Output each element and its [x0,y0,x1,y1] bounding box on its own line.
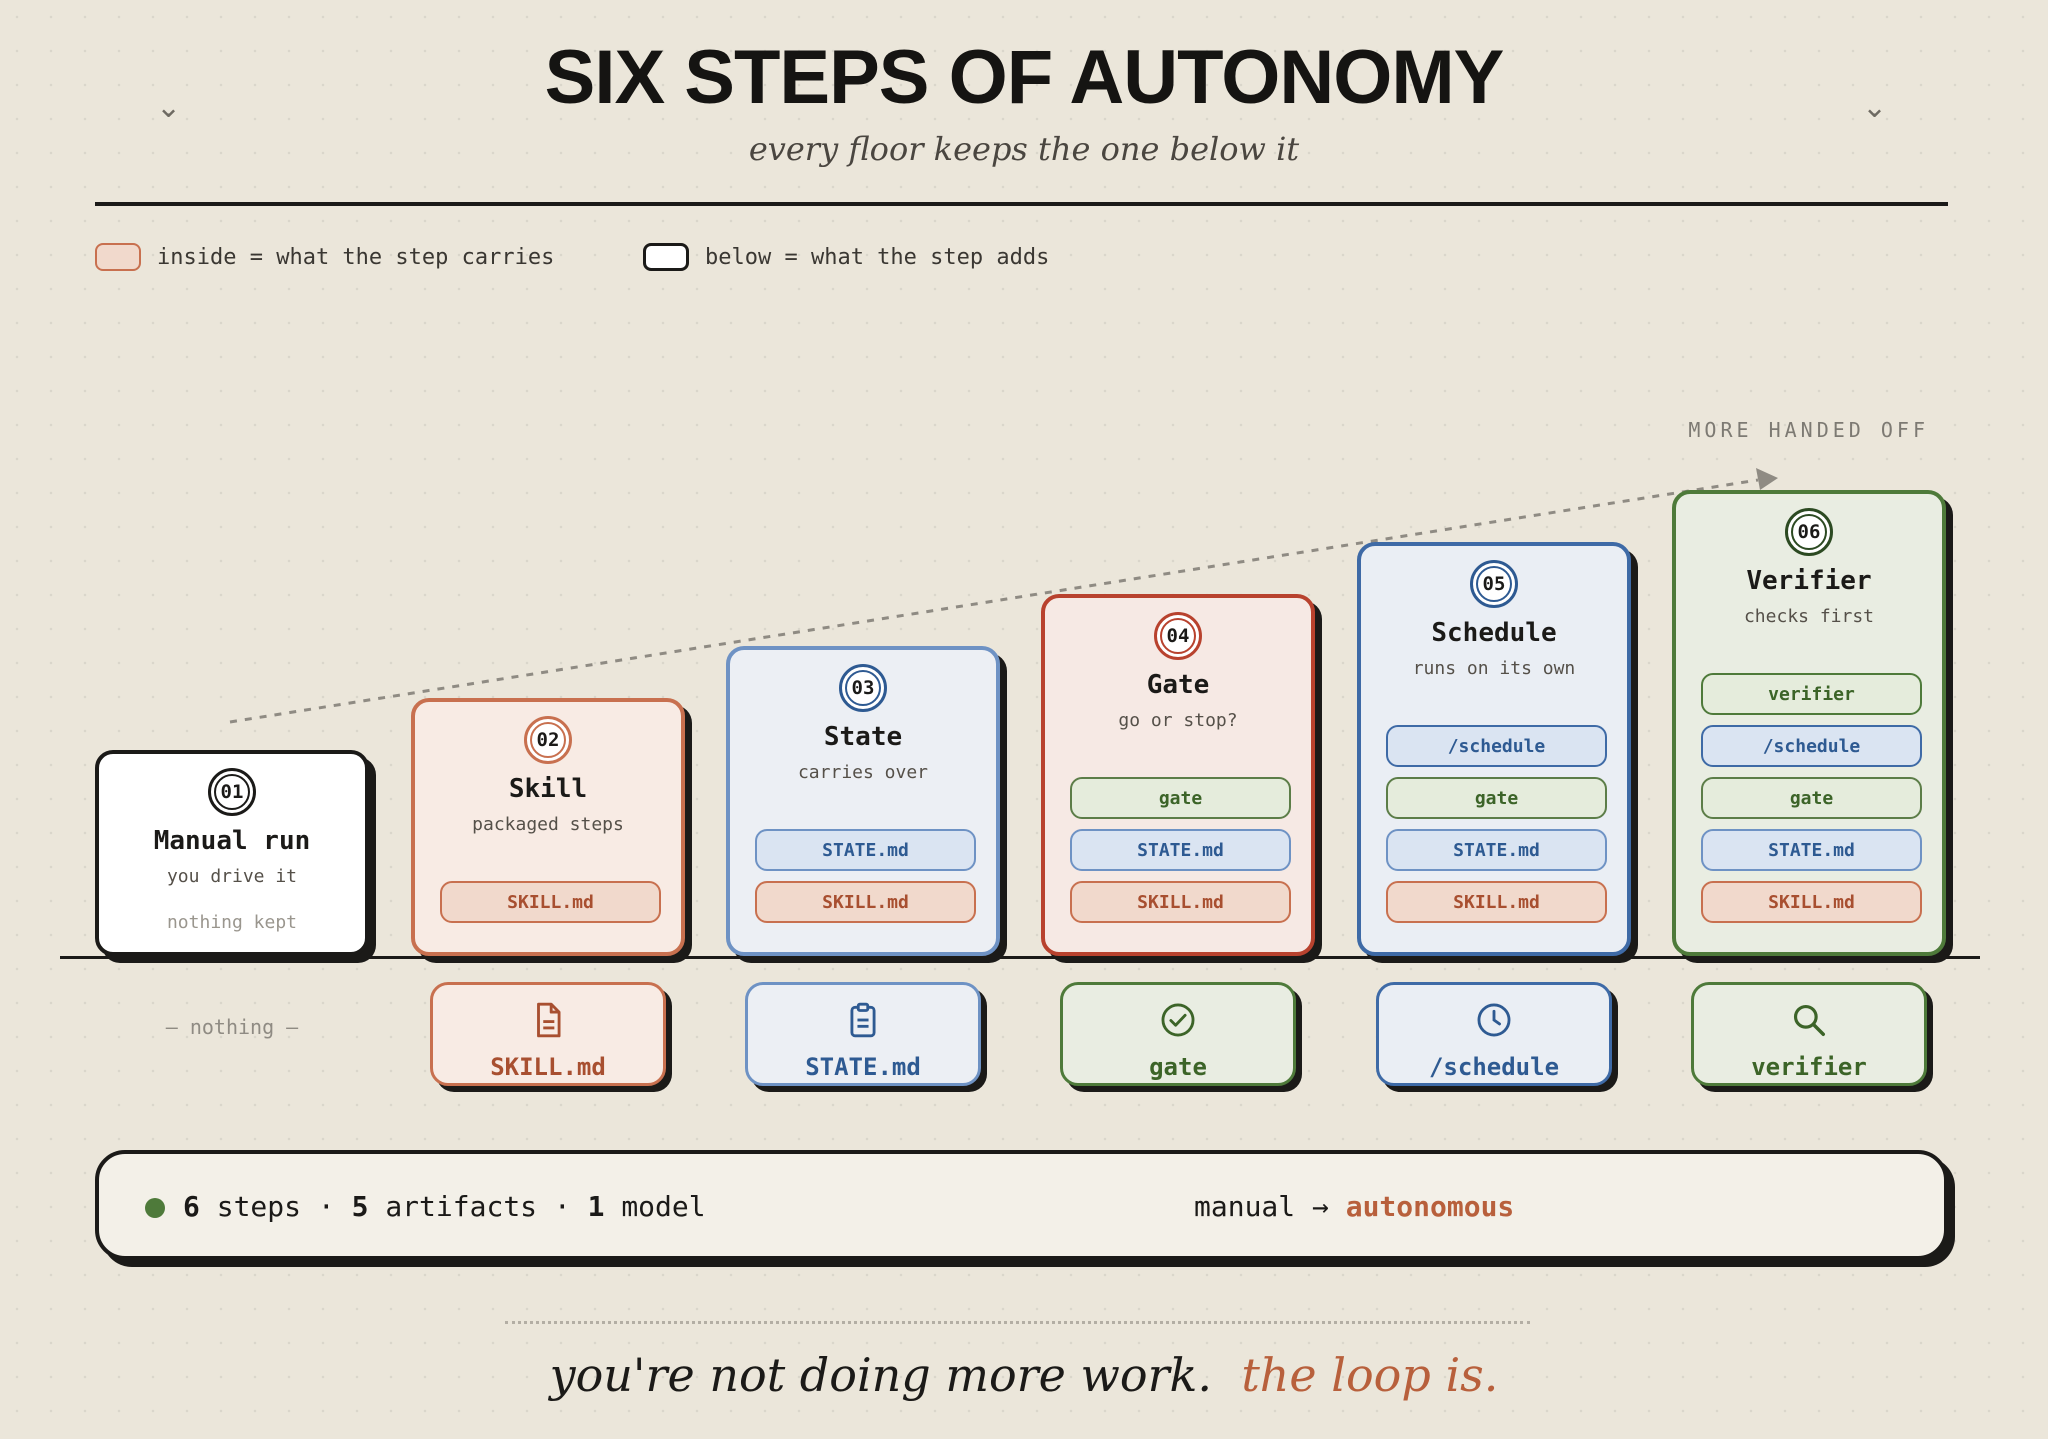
legend-below-swatch [643,243,689,271]
search-icon [1793,1004,1825,1036]
artifact-none: — nothing — [165,1015,299,1039]
chip-state-md: STATE.md [1070,829,1291,871]
step-title: Gate [1146,670,1210,700]
step-title: Manual run [153,826,311,856]
artifact-skill-md: SKILL.md [430,982,666,1086]
legend-inside: inside = what the step carries [95,242,554,272]
step-subtitle: checks first [1743,606,1875,627]
step-subtitle: you drive it [166,866,298,887]
summary-bar: 6 steps · 5 artifacts · 1 model manual →… [95,1150,1948,1260]
step-number-badge: 01 [208,768,256,816]
chevron-down-icon: ⌄ [1862,90,1888,125]
chip-verifier: verifier [1701,673,1922,715]
page-subtitle: every floor keeps the one below it [748,130,1300,168]
artifact-label: SKILL.md [490,1053,606,1081]
clock-icon [1477,1003,1511,1037]
step-card-state: 03 State carries over STATE.md SKILL.md [726,646,1000,956]
artifact-state-md: STATE.md [745,982,981,1086]
artifact-label: verifier [1751,1053,1867,1081]
step-card-schedule: 05 Schedule runs on its own /schedule ga… [1357,542,1631,956]
summary-progression: manual → autonomous [1194,1190,1515,1223]
chip-skill-md: SKILL.md [1701,881,1922,923]
chip-state-md: STATE.md [1386,829,1607,871]
chip-schedule: /schedule [1701,725,1922,767]
document-icon [537,1002,561,1038]
step-subtitle: carries over [797,762,929,783]
chip-state-md: STATE.md [755,829,976,871]
artifact-label: STATE.md [805,1053,921,1081]
tagline: you're not doing more work. the loop is. [549,1348,1499,1402]
summary-counts: 6 steps · 5 artifacts · 1 model [183,1190,706,1223]
chip-schedule: /schedule [1386,725,1607,767]
page-title: SIX STEPS OF AUTONOMY [544,35,1505,120]
artifact-label: /schedule [1428,1053,1560,1081]
chip-gate: gate [1386,777,1607,819]
step-number-badge: 02 [524,716,572,764]
chip-skill-md: SKILL.md [440,881,661,923]
artifact-verifier: verifier [1691,982,1927,1086]
chip-skill-md: SKILL.md [755,881,976,923]
step-card-verifier: 06 Verifier checks first verifier /sched… [1672,490,1946,956]
step-number-badge: 03 [839,664,887,712]
step-number-badge: 05 [1470,560,1518,608]
chip-gate: gate [1070,777,1291,819]
chip-skill-md: SKILL.md [1070,881,1291,923]
step-title: Skill [508,774,588,804]
status-dot [145,1198,165,1218]
step-title: State [823,722,903,752]
chip-gate: gate [1701,777,1922,819]
step-note: nothing kept [166,912,298,933]
artifact-schedule: /schedule [1376,982,1612,1086]
header-divider [95,202,1948,206]
step-number-badge: 06 [1785,508,1833,556]
legend-inside-label: inside = what the step carries [157,244,555,270]
trend-arrow-label: MORE HANDED OFF [1688,418,1929,442]
step-subtitle: go or stop? [1118,710,1238,731]
step-subtitle: runs on its own [1412,658,1576,679]
clipboard-icon [850,1002,876,1038]
artifact-label: gate [1149,1053,1207,1081]
chip-state-md: STATE.md [1701,829,1922,871]
ground-line [60,956,1980,959]
legend-below: below = what the step adds [643,242,1049,272]
footer-divider [505,1321,1530,1324]
legend-below-label: below = what the step adds [705,244,1050,270]
artifact-gate: gate [1060,982,1296,1086]
step-card-skill: 02 Skill packaged steps SKILL.md [411,698,685,956]
step-title: Verifier [1746,566,1872,596]
chevron-down-icon: ⌄ [156,90,182,125]
chip-skill-md: SKILL.md [1386,881,1607,923]
check-circle-icon [1161,1003,1195,1037]
step-card-manual-run: 01 Manual run you drive it nothing kept [95,750,369,956]
step-subtitle: packaged steps [472,814,624,835]
step-title: Schedule [1431,618,1557,648]
step-number-badge: 04 [1154,612,1202,660]
step-card-gate: 04 Gate go or stop? gate STATE.md SKILL.… [1041,594,1315,956]
legend-inside-swatch [95,243,141,271]
